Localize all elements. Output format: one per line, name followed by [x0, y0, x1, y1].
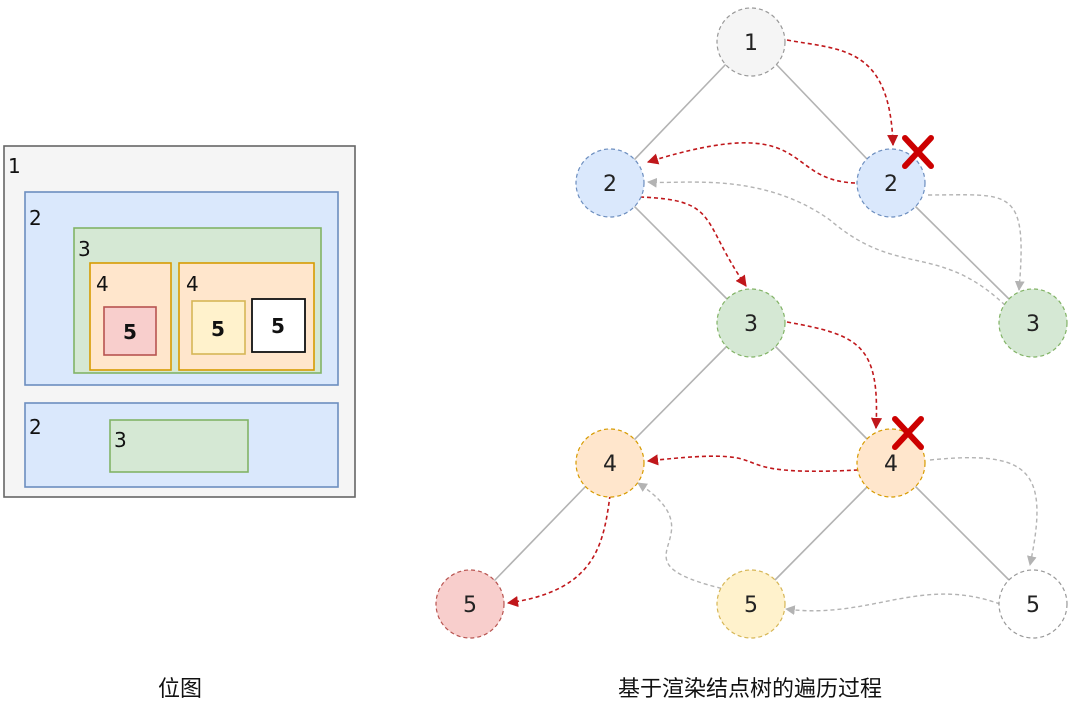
tree-caption: 基于渲染结点树的遍历过程 [618, 677, 882, 702]
bitmap-label-1: 1 [8, 154, 21, 178]
bitmap-panel: 1 2 3 4 5 4 5 5 2 3 位图 [3, 145, 356, 702]
gray-path-4b-to-5c [929, 457, 1038, 566]
node-5-white: 5 [998, 569, 1068, 639]
tree-edges [493, 62, 1011, 582]
bitmap-label-3-bottom: 3 [114, 428, 127, 452]
gray-path-3b-to-2a [647, 177, 1011, 311]
bitmap-box-5-red [103, 306, 157, 356]
node-3-right-label: 3 [1026, 312, 1040, 337]
bitmap-caption: 位图 [158, 677, 202, 702]
node-4-left: 4 [575, 428, 645, 498]
node-3-center: 3 [716, 288, 786, 358]
bitmap-label-3-top: 3 [78, 237, 91, 261]
edge-3a-4b [774, 345, 869, 441]
bitmap-label-4-left: 4 [96, 272, 109, 296]
bitmap-label-5-yellow: 5 [211, 317, 225, 341]
edge-2a-3a [633, 205, 729, 301]
bitmap-box-5-yellow [191, 300, 246, 355]
edge-2b-3b [914, 205, 1011, 301]
red-path-2b-to-2a [646, 142, 856, 184]
edge-4b-5b [773, 485, 869, 582]
node-2-left-label: 2 [603, 172, 617, 197]
bitmap-label-5-red: 5 [123, 320, 137, 344]
bitmap-label-2-top: 2 [29, 206, 42, 230]
red-path-2a-to-3a [639, 196, 747, 287]
node-3-center-label: 3 [744, 312, 758, 337]
edge-4b-5c [914, 485, 1011, 582]
edge-1-2a [633, 62, 728, 161]
edge-4a-5a [493, 485, 587, 582]
gray-path-5c-to-5b [785, 593, 1001, 615]
red-path-4a-to-5a [506, 487, 612, 608]
traversal-paths [506, 39, 1038, 615]
bitmap-label-2-bottom: 2 [29, 415, 42, 439]
node-4-right: 4 [856, 428, 926, 498]
node-1-label: 1 [744, 31, 758, 56]
node-5-yellow-label: 5 [744, 593, 758, 618]
node-5-yellow: 5 [716, 569, 786, 639]
edge-1-2b [774, 62, 869, 161]
bitmap-label-4-right: 4 [186, 272, 199, 296]
bitmap-box-3-bottom [109, 419, 249, 473]
node-5-red: 5 [435, 569, 505, 639]
node-1: 1 [716, 7, 786, 77]
node-2-left: 2 [575, 148, 645, 218]
red-path-4b-to-4a [646, 454, 859, 473]
node-3-right: 3 [998, 288, 1068, 358]
gray-path-5b-to-4a [637, 482, 729, 591]
node-2-right-label: 2 [884, 172, 898, 197]
tree-nodes: 1 2 2 3 3 4 4 [435, 7, 1068, 639]
gray-path-2b-to-3b [927, 194, 1025, 291]
edge-3a-4a [633, 345, 728, 441]
node-5-white-label: 5 [1026, 593, 1040, 618]
node-5-red-label: 5 [463, 593, 477, 618]
red-path-3a-to-4b [786, 321, 883, 430]
tree-panel: 1 2 2 3 3 4 4 [435, 7, 1068, 702]
node-4-right-label: 4 [884, 452, 898, 477]
node-4-left-label: 4 [603, 452, 617, 477]
cross-icon [902, 135, 934, 169]
cross-icon [892, 416, 924, 450]
bitmap-box-5-white [251, 298, 306, 353]
bitmap-label-5-white: 5 [271, 314, 285, 338]
